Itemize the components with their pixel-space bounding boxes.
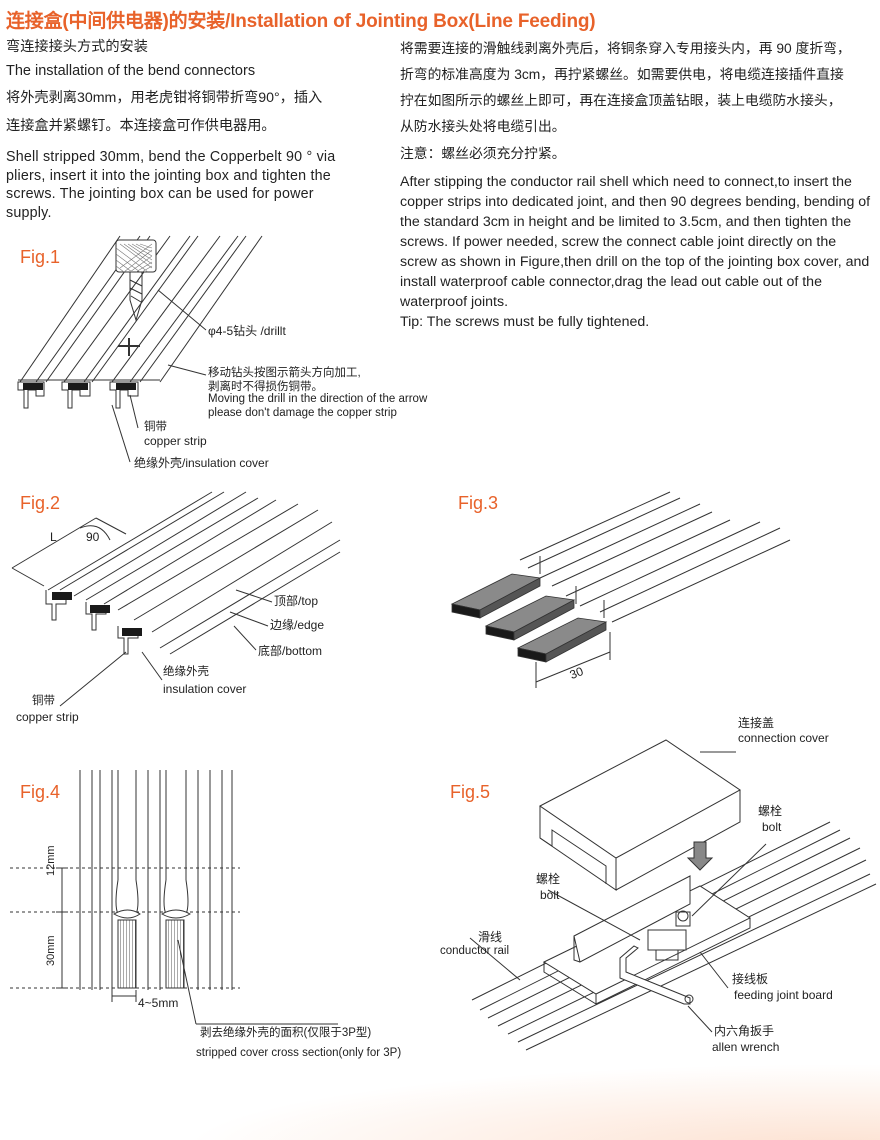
left-en-heading: The installation of the bend connectors [6,63,256,79]
fig5-bolt-left-cn: 螺栓 [536,872,561,886]
fig2-dim-l: L [50,530,57,544]
fig5-rail-en: conductor rail [440,945,510,957]
right-cn-body-1: 将需要连接的滑触线剥离外壳后，将铜条穿入专用接头内，再 90 度折弯， [400,41,851,56]
right-cn-body-4: 从防水接头处将电缆引出。 [400,119,566,134]
fig2-cover-en: insulation cover [163,682,247,696]
fig5-wrench-en: allen wrench [712,1040,780,1054]
page-title: 连接盒(中间供电器)的安装/Installation of Jointing B… [6,11,596,32]
fig1-copper-cn: 铜带 [144,421,167,433]
decorative-background-glow [0,1040,880,1140]
fig3-label: Fig.3 [458,493,499,513]
fig2-edge-label: 边缘/edge [270,618,325,632]
fig5-cover-cn: 连接盖 [738,716,775,730]
fig2-cover-cn: 绝缘外壳 [163,666,209,678]
fig2-copper-cn: 铜带 [32,695,55,707]
right-en-tip: Tip: The screws must be fully tightened. [400,314,650,330]
right-text-column: 将需要连接的滑触线剥离外壳后，将铜条穿入专用接头内，再 90 度折弯， 折弯的标… [400,36,876,332]
fig1-move-en-1: Moving the drill in the direction of the… [208,393,428,405]
fig1-move-cn-1: 移动钻头按图示箭头方向加工, [208,367,361,379]
fig2-copper-en: copper strip [16,710,79,724]
fig1-move-en-2: please don't damage the copper strip [208,407,397,419]
fig4-dim-45: 4~5mm [138,996,179,1010]
fig1-copper-en: copper strip [144,434,207,448]
fig1-move-cn-2: 剥离时不得损伤铜带。 [208,381,323,393]
left-en-body: Shell stripped 30mm, bend the Copperbelt… [6,149,336,221]
fig4-area-cn: 剥去绝缘外壳的面积(仅限于3P型) [200,1027,372,1039]
fig4-area-en: stripped cover cross section(only for 3P… [196,1047,402,1059]
fig5-rail-cn: 滑线 [478,930,503,944]
fig2-top-label: 顶部/top [274,594,319,608]
fig5-label: Fig.5 [450,782,491,802]
fig2-dim-90: 90 [86,530,100,544]
fig1-label: Fig.1 [20,247,61,267]
left-cn-heading: 弯连接接头方式的安装 [6,39,148,55]
fig5-cover-en: connection cover [738,731,829,745]
fig5-bolt-left-en: bolt [540,888,560,902]
fig5-bolt-right-en: bolt [762,820,782,834]
fig1-cover-label: 绝缘外壳/insulation cover [134,456,269,470]
fig2-label: Fig.2 [20,493,61,513]
fig1-drill-label: φ4-5钻头 /drillt [208,324,286,338]
fig5-board-cn: 接线板 [732,972,769,986]
left-cn-body-1: 将外壳剥离30mm，用老虎钳将铜带折弯90°，插入 [6,90,323,106]
fig5-board-en: feeding joint board [734,988,833,1002]
left-text-column: 弯连接接头方式的安装 The installation of the bend … [6,36,358,222]
left-cn-body-2: 连接盒并紧螺钉。本连接盒可作供电器用。 [6,118,276,134]
right-en-body: After stipping the conductor rail shell … [400,174,871,310]
right-cn-body-2: 折弯的标准高度为 3cm，再拧紧螺丝。如需要供电，将电缆连接插件直接 [400,67,844,82]
fig5-wrench-cn: 内六角扳手 [714,1024,775,1038]
fig4-label: Fig.4 [20,782,61,802]
right-cn-body-3: 拧在如图所示的螺丝上即可，再在连接盒顶盖钻眼，装上电缆防水接头， [400,93,842,108]
fig5-bolt-right-cn: 螺栓 [758,804,783,818]
fig2-bottom-label: 底部/bottom [258,644,323,658]
right-cn-note: 注意：螺丝必须充分拧紧。 [400,146,566,161]
